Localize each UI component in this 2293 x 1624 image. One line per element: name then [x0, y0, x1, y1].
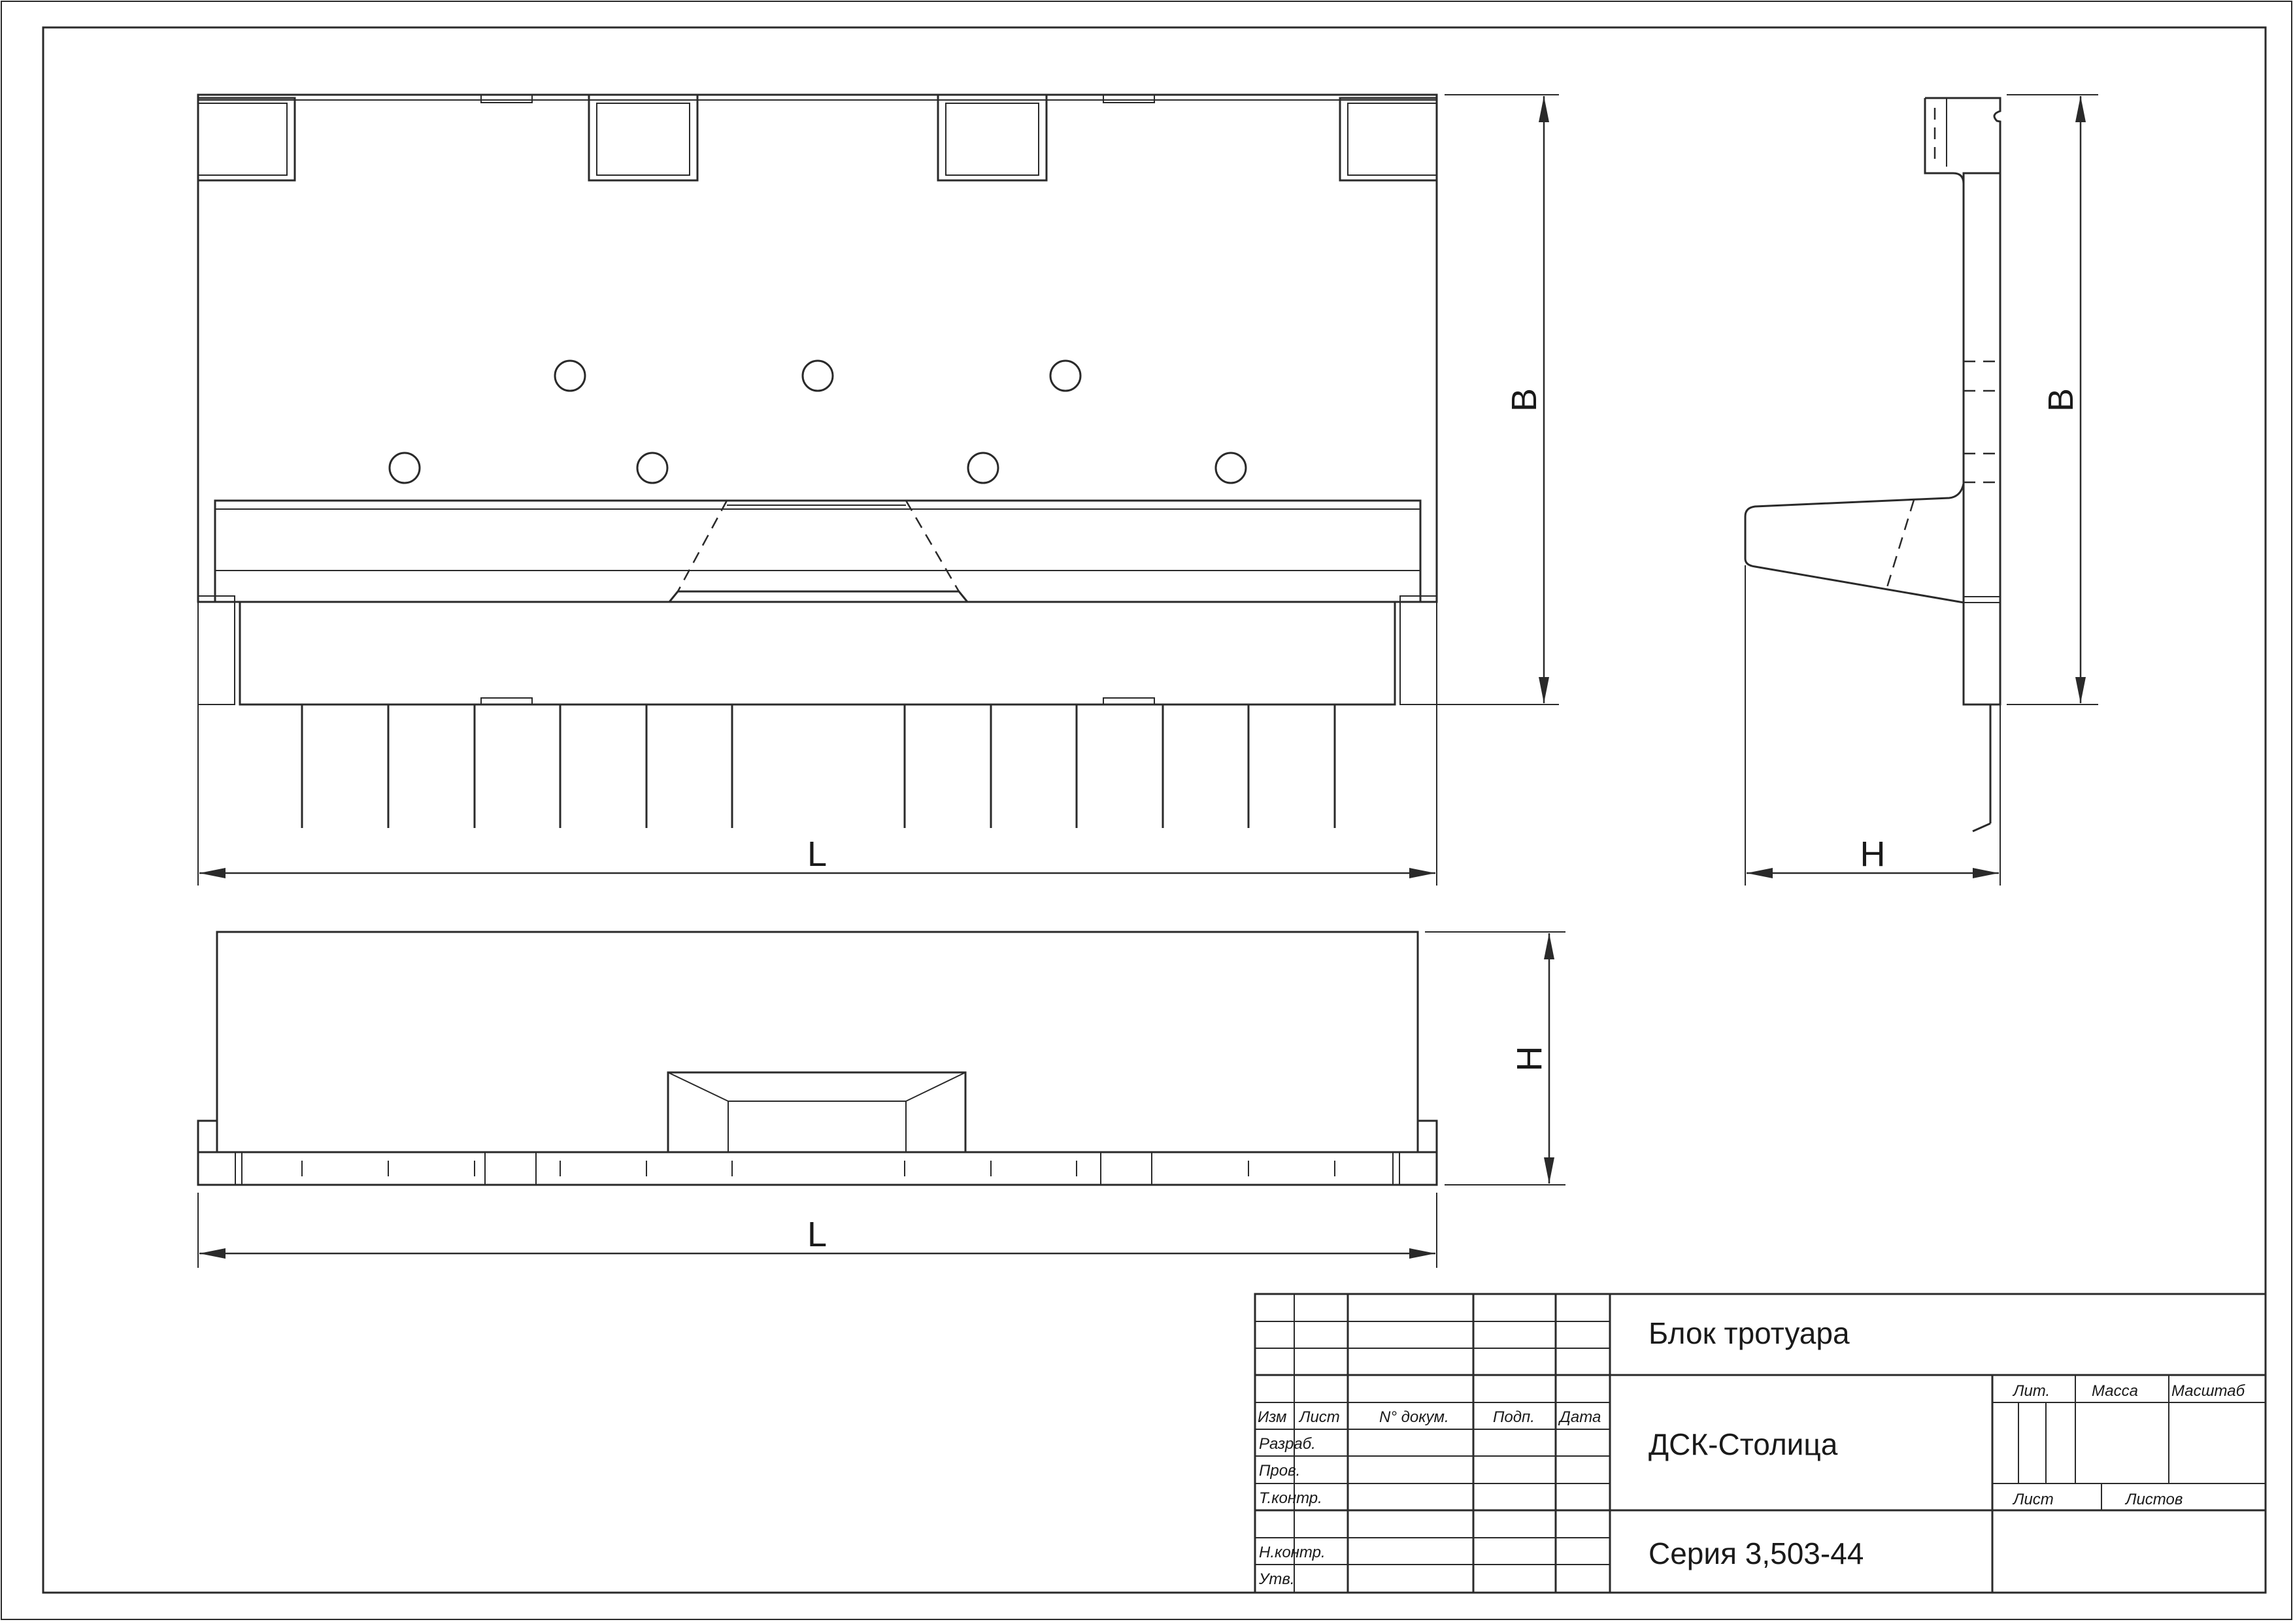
top-tab: [480, 94, 533, 103]
side-view-wall: [1925, 97, 2001, 706]
dimension-length-plan: L: [197, 1193, 1437, 1268]
front-view-body: [197, 93, 1438, 603]
role-nkontr: Н.контр.: [1259, 1544, 1326, 1561]
bottom-tab: [480, 697, 533, 705]
series-number: Серия 3,503-44: [1649, 1536, 1864, 1570]
lower-beam: [239, 601, 1396, 706]
frame-border: [42, 26, 2267, 1594]
dimension-height-side: H: [1747, 835, 1999, 878]
drain-opening: [667, 1071, 967, 1153]
field-listov: Листов: [2124, 1491, 2183, 1508]
header-izm: Изм: [1258, 1408, 1287, 1426]
dimension-label-length-plan: L: [807, 1215, 827, 1254]
organization-name: ДСК-Столица: [1649, 1427, 1838, 1461]
plan-view-body: [216, 931, 1419, 1153]
dimension-label-height-plan: H: [1510, 1046, 1549, 1072]
field-lit: Лит.: [2012, 1382, 2050, 1400]
field-masshtab: Масштаб: [2171, 1382, 2246, 1400]
mounting-loop: [197, 97, 296, 182]
role-razrab: Разраб.: [1259, 1435, 1316, 1453]
header-doc-no: N° докум.: [1379, 1408, 1449, 1426]
role-tkontr: Т.контр.: [1259, 1489, 1322, 1507]
field-list: Лист: [2012, 1491, 2054, 1508]
hole: [1049, 359, 1082, 392]
hole: [801, 359, 834, 392]
bottom-tab: [1103, 697, 1155, 705]
side-view-cantilever: [1744, 483, 1965, 604]
hole: [388, 452, 421, 484]
dimension-label-height-side: H: [1860, 835, 1886, 874]
hole: [967, 452, 999, 484]
dimension-height-plan: H: [1425, 931, 1565, 1185]
rebar-ticks: [301, 1161, 1335, 1176]
role-prov: Пров.: [1259, 1462, 1300, 1480]
mounting-loop: [588, 93, 699, 182]
hole: [636, 452, 669, 484]
dimension-label-width: B: [1505, 388, 1544, 412]
role-utv: Утв.: [1258, 1570, 1295, 1588]
curb-panel: [214, 499, 1422, 603]
title-block: Изм Лист N° докум. Подп. Дата Разраб. Пр…: [1254, 1293, 2267, 1594]
rebar-outlets: [301, 704, 1336, 828]
mounting-loop: [1339, 97, 1438, 182]
header-data: Дата: [1558, 1408, 1601, 1426]
plan-view: L H: [197, 931, 1565, 1268]
hole: [1214, 452, 1247, 484]
field-massa: Масса: [2092, 1382, 2138, 1400]
front-view: L B: [197, 93, 1559, 886]
header-list: Лист: [1298, 1408, 1340, 1426]
dimension-width-front: B: [1402, 94, 1559, 705]
dimension-width-side: B: [2007, 94, 2098, 705]
dimension-label-length: L: [807, 835, 827, 874]
hole: [554, 359, 586, 392]
side-view: H B: [1744, 94, 2098, 886]
mounting-loop: [937, 93, 1048, 182]
top-tab: [1103, 94, 1155, 103]
dimension-label-width-side: B: [2041, 388, 2081, 412]
dimension-length-front: L: [197, 611, 1437, 886]
drawing-title: Блок тротуара: [1649, 1316, 1850, 1350]
header-podp: Подп.: [1493, 1408, 1535, 1426]
